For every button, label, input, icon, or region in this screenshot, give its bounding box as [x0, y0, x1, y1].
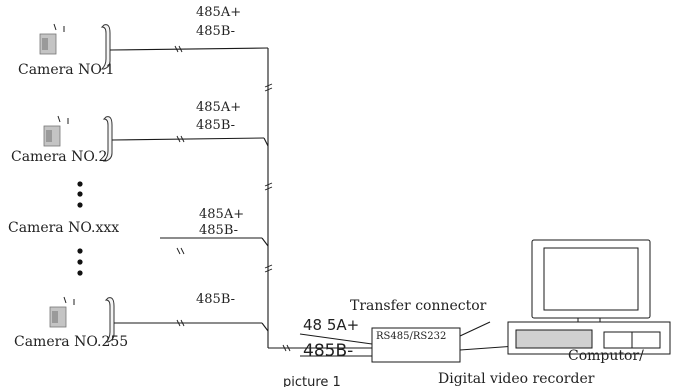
ellipsis-dots-upper — [77, 181, 83, 208]
recorder-label-line1: Computor/ — [568, 348, 644, 364]
camera-255-label: Camera NO.255 — [14, 334, 128, 350]
camera-1-bus-a: 485A+ — [196, 5, 241, 20]
wire-tick-marks — [174, 45, 291, 352]
camera-xxx-label: Camera NO.xxx — [8, 220, 119, 236]
transfer-connector-title: Transfer connector — [350, 298, 487, 314]
camera-xxx-bus-b: 485B- — [199, 223, 238, 238]
trunk-bus-b: 485B- — [303, 341, 353, 361]
trunk-bus-a: 48 5A+ — [303, 316, 359, 334]
camera-1-label: Camera NO.1 — [18, 62, 114, 78]
transfer-connector — [371, 327, 461, 363]
camera-2-label: Camera NO.2 — [11, 149, 107, 165]
camera-2-bus-b: 485B- — [196, 118, 235, 133]
camera-2-bus-a: 485A+ — [196, 100, 241, 115]
ellipsis-dots-lower — [77, 248, 83, 276]
bus-wiring — [109, 47, 517, 357]
recorder-device — [507, 239, 671, 355]
camera-255-bus-b: 485B- — [196, 292, 235, 307]
transfer-connector-label: RS485/RS232 — [376, 331, 446, 342]
camera-1-bus-b: 485B- — [196, 24, 235, 39]
camera-xxx-bus-a: 485A+ — [199, 207, 244, 222]
figure-caption: picture 1 — [283, 375, 341, 387]
recorder-label-line2: Digital video recorder — [438, 371, 595, 387]
